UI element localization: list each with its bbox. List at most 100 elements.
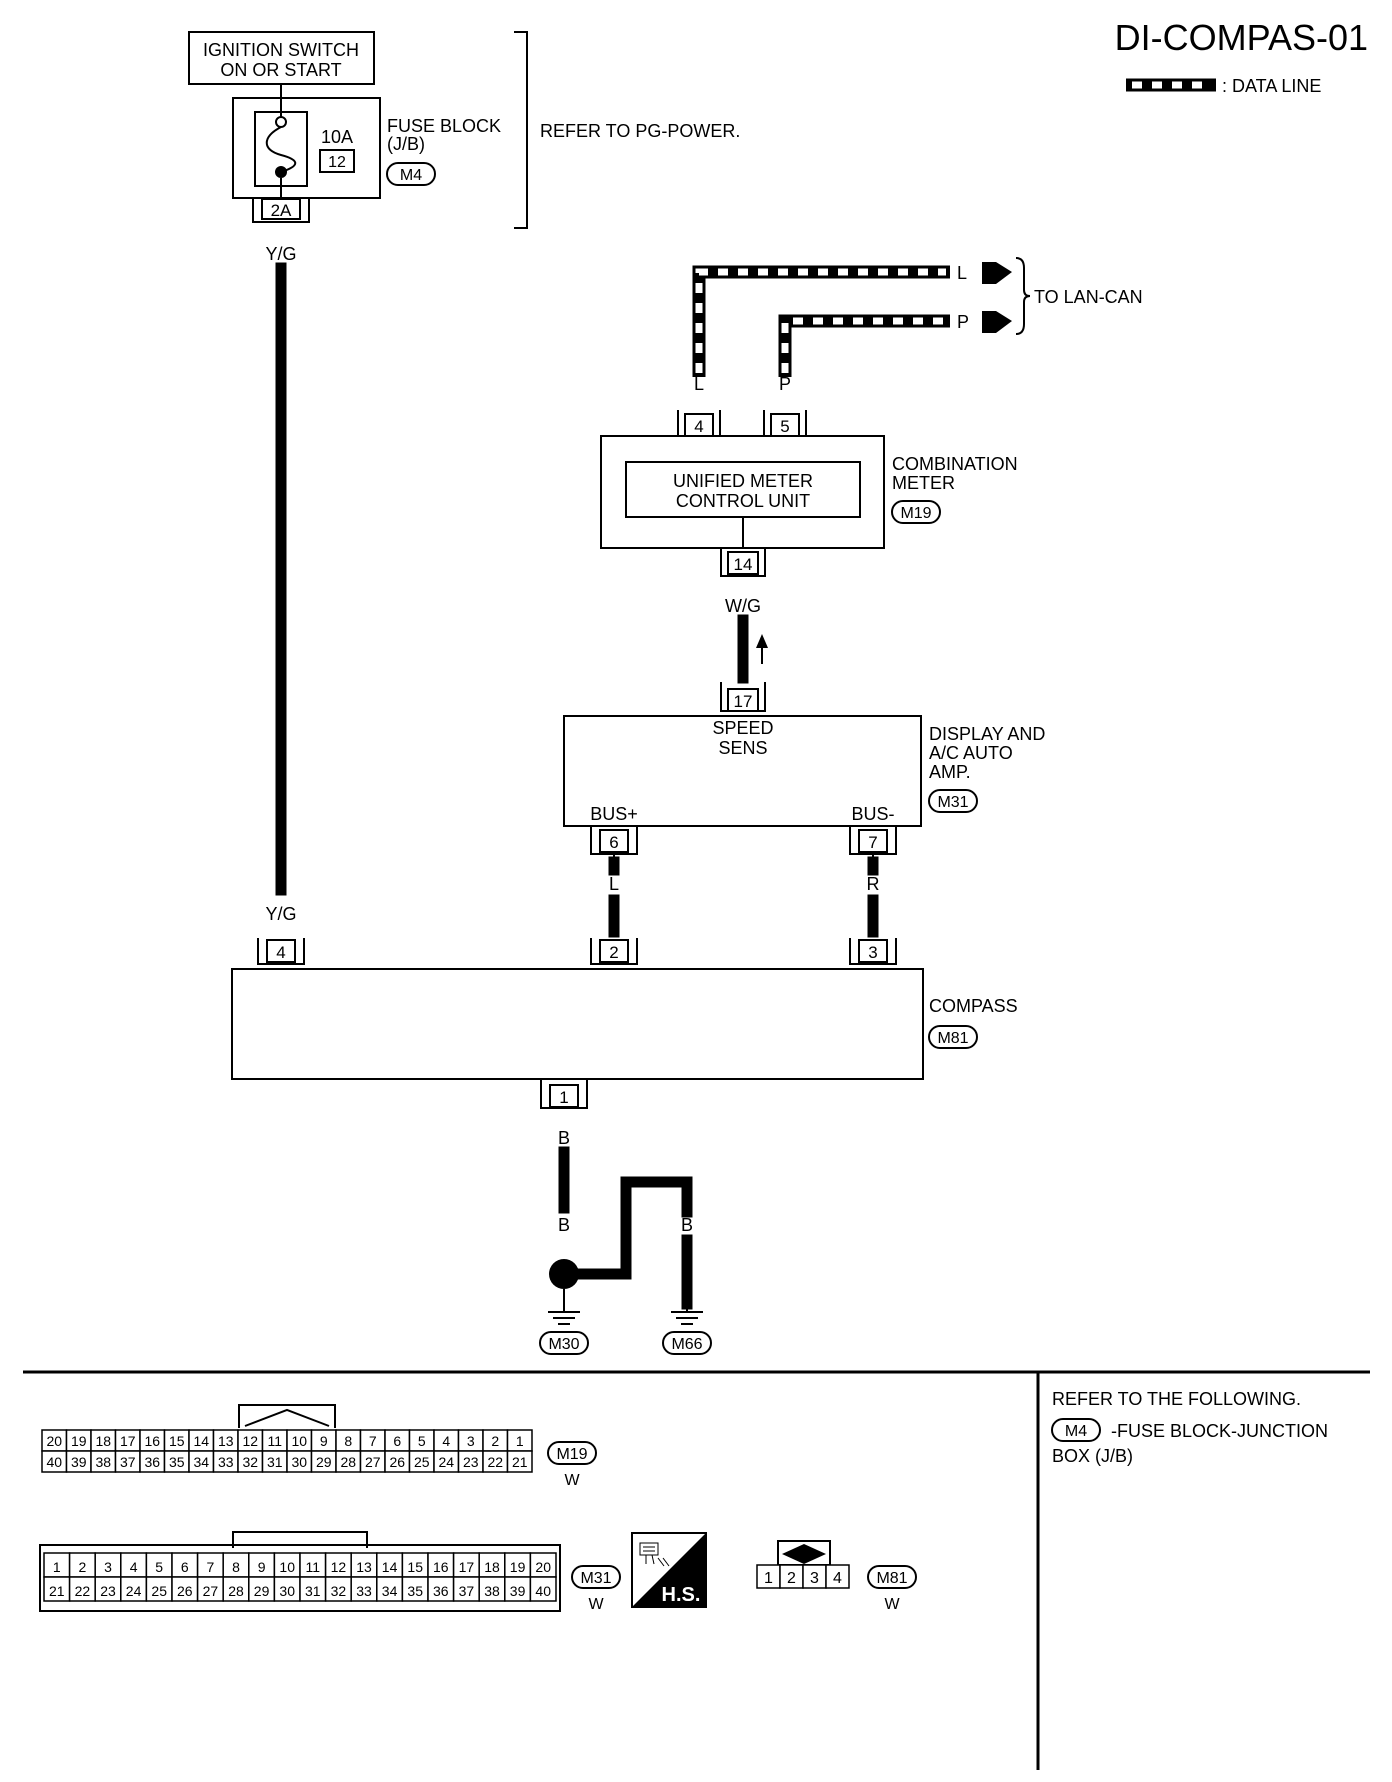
bus-plus-label: BUS+: [590, 804, 638, 824]
connector-m19-badge: [547, 1441, 597, 1465]
compass-pin-2: 2: [590, 938, 638, 965]
splice-point: [549, 1259, 579, 1289]
connector-pin-number: 40: [535, 1583, 551, 1599]
connector-m19-label: M19: [556, 1446, 587, 1463]
compass-connector-label: M81: [937, 1030, 968, 1047]
connector-pin-number: 7: [207, 1559, 215, 1575]
connector-pin-cell: [427, 1552, 455, 1578]
wire-label-b-2: B: [558, 1215, 570, 1235]
svg-text:7: 7: [868, 833, 877, 852]
connector-pin-number: 35: [169, 1454, 185, 1470]
svg-text:1: 1: [559, 1088, 568, 1107]
connector-pin-number: 17: [459, 1559, 475, 1575]
connector-pin-number: 19: [510, 1559, 526, 1575]
connector-pin-number: 4: [833, 1570, 842, 1587]
connector-pin-number: 11: [267, 1433, 282, 1449]
connector-pin-number: 8: [232, 1559, 240, 1575]
refer-connector-label: M4: [1065, 1423, 1087, 1440]
connector-pin-number: 30: [291, 1454, 307, 1470]
connector-pin-number: 22: [487, 1454, 503, 1470]
connector-pin-number: 6: [181, 1559, 189, 1575]
connector-pin-number: 4: [130, 1559, 138, 1575]
compass-pin-4: 4: [257, 938, 305, 965]
connector-pin-cell: [529, 1576, 557, 1602]
wire-label-wg: W/G: [725, 596, 761, 616]
svg-text:14: 14: [734, 555, 753, 574]
svg-text:4: 4: [276, 943, 285, 962]
combination-meter-name-line2: METER: [892, 473, 955, 493]
connector-pin-number: 35: [407, 1583, 423, 1599]
connector-pin-number: 20: [46, 1433, 62, 1449]
connector-pin-number: 36: [144, 1454, 160, 1470]
refer-connector-badge: [1051, 1418, 1101, 1442]
connector-m19-color: W: [564, 1472, 580, 1489]
connector-pin-number: 16: [433, 1559, 449, 1575]
connector-pin-number: 14: [382, 1559, 398, 1575]
connector-pin-number: 37: [459, 1583, 475, 1599]
connector-pin-cell: [299, 1576, 327, 1602]
connector-pin-number: 40: [46, 1454, 62, 1470]
combination-meter-connector-label: M19: [900, 505, 931, 522]
connector-pin-number: 13: [218, 1433, 234, 1449]
connector-pin-number: 6: [393, 1433, 401, 1449]
connector-pin-number: 1: [516, 1433, 524, 1449]
compass-box: [231, 968, 924, 1080]
connector-pin-cell: [120, 1576, 148, 1602]
connector-pin-number: 14: [193, 1433, 209, 1449]
connector-pin-number: 21: [512, 1454, 528, 1470]
connector-pin-cell: [324, 1576, 352, 1602]
ignition-switch-box: IGNITION SWITCH ON OR START: [188, 31, 375, 85]
harness-side-icon: H.S.: [631, 1532, 707, 1608]
connector-pin-cell: [529, 1552, 557, 1578]
data-line-legend: : DATA LINE: [1126, 76, 1321, 96]
fuse-block: 10A 12: [232, 97, 381, 199]
display-amp-pin-17: 17: [720, 682, 766, 712]
connector-pin-number: 34: [382, 1583, 398, 1599]
display-amp-name-line2: A/C AUTO: [929, 743, 1013, 763]
connector-pin-number: 32: [242, 1454, 258, 1470]
svg-text:2A: 2A: [271, 201, 292, 220]
connector-pin-number: 4: [442, 1433, 450, 1449]
arrow-p-icon: [982, 311, 1012, 333]
combination-meter-name-line1: COMBINATION: [892, 454, 1018, 474]
connector-pin-cell: [504, 1576, 532, 1602]
wire-b-jumper: [569, 1176, 693, 1280]
connector-pin-number: 9: [258, 1559, 266, 1575]
connector-m31-label: M31: [580, 1570, 611, 1587]
connector-pin-number: 5: [155, 1559, 163, 1575]
unified-meter-line2: CONTROL UNIT: [676, 491, 810, 511]
connector-pin-number: 26: [389, 1454, 405, 1470]
connector-pin-number: 8: [344, 1433, 352, 1449]
connector-pin-number: 21: [49, 1583, 65, 1599]
ground-m66-label: M66: [671, 1336, 702, 1353]
connector-pin-cell: [401, 1552, 429, 1578]
connector-pin-number: 15: [169, 1433, 185, 1449]
ground-m66-badge: [662, 1331, 712, 1355]
fuse-block-connector-label: M4: [400, 167, 422, 184]
svg-text:17: 17: [734, 692, 753, 711]
connector-pin-cell: [94, 1576, 122, 1602]
fuse-output-pin: 2A: [252, 198, 310, 223]
fuse-block-name-line2: (J/B): [387, 134, 425, 154]
svg-text:3: 3: [868, 943, 877, 962]
connector-pin-number: 19: [71, 1433, 87, 1449]
data-line-legend-label: : DATA LINE: [1222, 76, 1321, 96]
display-amp-box: [563, 715, 922, 827]
compass-name: COMPASS: [929, 996, 1018, 1016]
connector-m31-badge: [571, 1565, 621, 1589]
speed-sens-line1: SPEED: [712, 718, 773, 738]
connector-pin-number: 25: [151, 1583, 167, 1599]
diagram-title: DI-COMPAS-01: [1115, 17, 1368, 58]
wire-label-yg-top: Y/G: [265, 244, 296, 264]
connector-pin-number: 11: [306, 1559, 321, 1575]
display-amp-pin-6: 6: [590, 826, 638, 855]
wire-label-p-mid: P: [779, 374, 791, 394]
connector-pin-cell: [222, 1552, 250, 1578]
connector-pin-number: 33: [356, 1583, 372, 1599]
connector-pin-number: 24: [438, 1454, 454, 1470]
compass-pin-1: 1: [540, 1079, 588, 1109]
combination-meter-connector-badge: [891, 500, 941, 524]
